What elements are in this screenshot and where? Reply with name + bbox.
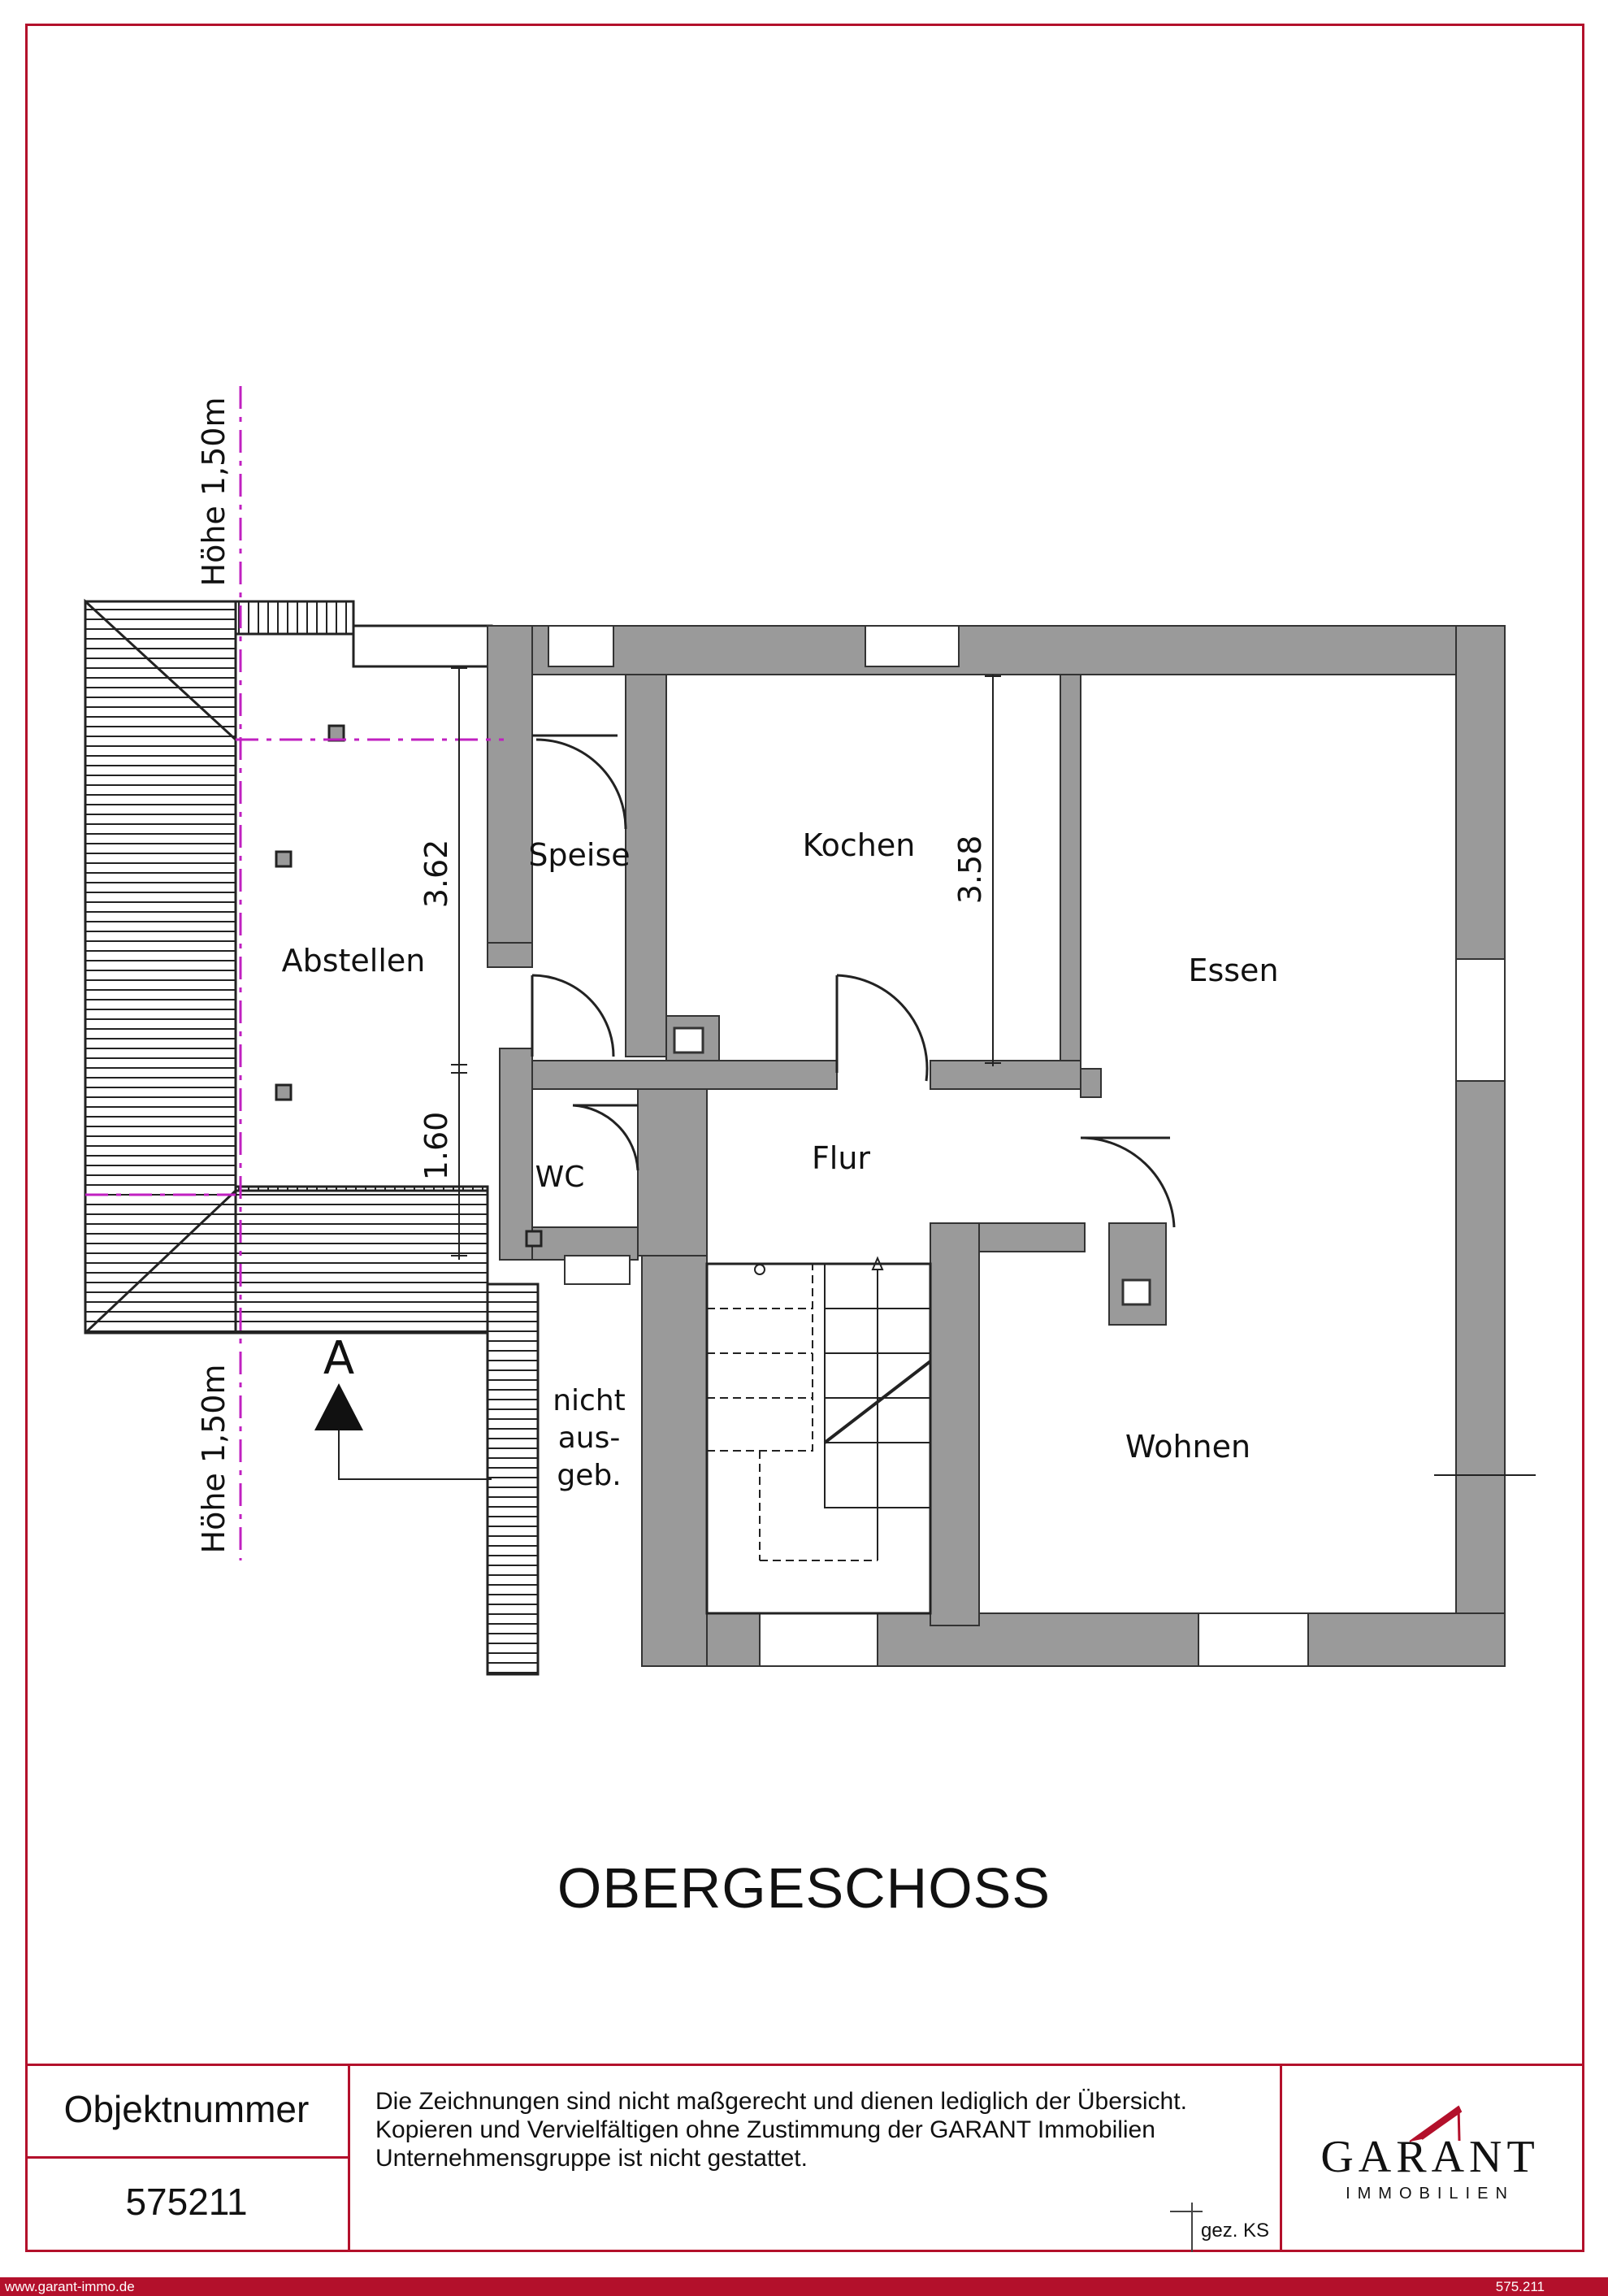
room-label-nicht-2: aus- — [558, 1421, 621, 1455]
wall-speise-left — [487, 625, 533, 968]
disclaimer-line-2: Kopieren und Vervielfältigen ohne Zustim… — [375, 2116, 1155, 2143]
wall-wohnen-top — [978, 1222, 1086, 1252]
dimension-lines — [451, 666, 1536, 1476]
room-label-speise: Speise — [528, 837, 630, 873]
roof-eave-bottom — [234, 1189, 489, 1335]
section-label: A — [323, 1332, 354, 1385]
room-label-kochen: Kochen — [803, 827, 916, 863]
dim-kochen-depth: 3.58 — [952, 836, 988, 905]
height-label-bottom: Höhe 1,50m — [196, 1365, 232, 1554]
roof-hatching — [84, 598, 540, 1676]
room-label-wc: WC — [535, 1161, 585, 1194]
height-label-top: Höhe 1,50m — [196, 397, 232, 587]
logo-main-text: GARANT — [1320, 2132, 1540, 2182]
object-number-label: Objektnummer — [63, 2088, 310, 2130]
room-label-wohnen: Wohnen — [1125, 1429, 1250, 1465]
sheet-border — [25, 24, 1584, 2252]
wall-wohnen-left — [930, 1222, 980, 1626]
disclaimer-line-3: Unternehmensgruppe ist nicht gestattet. — [375, 2145, 808, 2172]
dim-abstellen-depth: 3.62 — [418, 840, 454, 909]
wall-kochen-essen — [1060, 674, 1081, 1070]
wall-kochen-bottom-left — [531, 1060, 838, 1090]
staircase — [705, 1256, 932, 1615]
logo-roof-icon — [1409, 2105, 1463, 2142]
footer-website[interactable]: www.garant-immo.de — [5, 2279, 135, 2294]
wall-left-lower — [641, 1186, 708, 1667]
room-label-abstellen: Abstellen — [282, 943, 426, 979]
dim-abstellen-lower: 1.60 — [418, 1112, 454, 1181]
footer-code: 575.211 — [1495, 2279, 1545, 2294]
object-number-value: 575211 — [125, 2181, 248, 2223]
room-label-nicht-3: geb. — [557, 1459, 621, 1492]
section-marker-a: A — [314, 1332, 492, 1480]
room-label-nicht-1: nicht — [553, 1384, 626, 1417]
chimney-wohnen — [1108, 1222, 1167, 1326]
logo-sub-text: IMMOBILIEN — [1346, 2185, 1515, 2203]
windows — [548, 625, 1506, 1667]
room-label-essen: Essen — [1188, 953, 1278, 988]
footer-bar: www.garant-immo.de 575.211 — [0, 2277, 1608, 2296]
walls — [487, 625, 1506, 1667]
wall-kochen-bottom-right — [930, 1060, 1081, 1090]
signature: gez. KS — [1201, 2220, 1270, 2242]
room-labels: Abstellen Speise Kochen Essen Flur WC Wo… — [282, 827, 1279, 1492]
wall-top — [487, 625, 1506, 675]
disclaimer-line-1: Die Zeichnungen sind nicht maßgerecht un… — [375, 2088, 1187, 2115]
wall-wc-left — [499, 1048, 533, 1261]
stair-strip-unfinished — [486, 1283, 540, 1676]
garant-logo: GARANT IMMOBILIEN — [1300, 2097, 1560, 2203]
floor-title: OBERGESCHOSS — [557, 1856, 1051, 1920]
dimension-labels: 3.62 1.60 3.58 Höhe 1,50m Höhe 1,50m — [196, 397, 988, 1554]
wall-wc-right — [637, 1088, 708, 1257]
room-label-flur: Flur — [812, 1140, 870, 1176]
wall-speise-kochen — [625, 674, 667, 1057]
roof-eave-left — [84, 600, 237, 1335]
doors — [531, 734, 1176, 1228]
wall-right — [1455, 625, 1506, 1667]
